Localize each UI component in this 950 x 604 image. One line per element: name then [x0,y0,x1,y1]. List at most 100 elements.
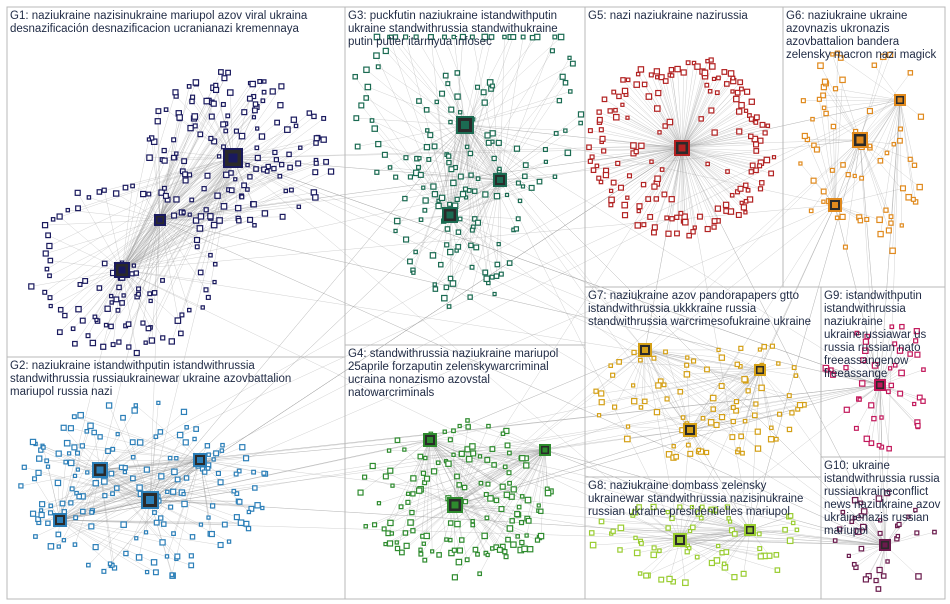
node-g1 [188,126,193,131]
edge-g9 [879,385,880,445]
node-g2 [244,521,249,526]
node-g7 [665,397,669,401]
node-g2 [103,494,107,498]
node-g2 [165,555,168,558]
hub-node-g3-image [447,212,454,219]
node-g3 [485,133,490,138]
node-g6 [822,200,825,203]
node-g3 [470,265,474,269]
node-g1 [226,70,231,75]
node-g2 [199,523,202,526]
node-g5 [599,128,603,132]
node-g8 [618,548,622,552]
node-g1 [214,87,219,92]
node-g4 [373,523,377,527]
node-g1 [236,206,241,211]
node-g9 [899,370,904,375]
node-g1 [262,211,267,216]
node-g5 [663,79,668,84]
node-g8 [783,527,788,532]
node-g5 [724,209,729,214]
node-g1 [290,188,294,192]
node-g4 [395,541,398,544]
node-g4 [388,520,393,525]
node-g9 [916,424,920,428]
node-g6 [824,111,828,115]
node-g9 [858,398,861,401]
node-g5 [709,108,714,113]
node-g2 [102,569,106,573]
node-g9 [914,339,918,343]
node-g3 [458,217,462,221]
node-g3 [464,187,468,191]
node-g1 [175,152,178,155]
node-g3 [557,99,561,103]
node-g5 [669,197,674,202]
edge-g3 [386,51,500,180]
node-g10 [847,554,850,557]
node-g2 [189,554,193,558]
node-g1 [285,127,290,132]
node-g2 [111,492,115,496]
node-g3 [417,165,421,169]
node-g8 [795,528,798,531]
node-g1 [228,90,233,95]
node-g1 [193,80,198,85]
node-g1 [221,204,226,209]
node-g2 [42,446,45,449]
node-g5 [758,164,762,168]
node-g9 [897,348,902,353]
node-g4 [467,456,472,461]
node-g1 [90,340,95,345]
node-g3 [439,263,443,267]
node-g2 [238,520,243,525]
node-g3 [476,177,479,180]
edge-g1 [60,217,122,270]
node-g5 [634,82,639,87]
node-g5 [749,134,753,138]
node-g8 [590,531,594,535]
node-g4 [478,572,482,576]
node-g3 [496,140,501,145]
node-g1 [87,196,90,199]
node-g7 [774,437,778,441]
edge-g7 [760,370,776,439]
node-g4 [431,550,434,553]
hub-node-g10-image [883,543,888,548]
node-g3 [429,35,434,40]
node-g2 [255,503,260,508]
node-g1 [321,137,326,142]
node-g4 [390,532,393,535]
node-g1 [219,70,224,75]
node-g8 [724,550,729,555]
node-g4 [452,429,456,433]
edge-g3 [389,37,450,215]
node-g2 [194,427,199,432]
node-g9 [908,352,912,356]
node-g4 [410,510,414,514]
node-g1 [212,222,217,227]
node-g7 [755,429,760,434]
node-g3 [554,132,558,136]
node-g9 [893,363,897,367]
node-g7 [613,405,617,409]
node-g4 [411,476,416,481]
node-g3 [518,199,521,202]
node-g5 [698,214,703,219]
edge-g3 [465,125,565,131]
node-g3 [431,184,436,189]
node-g10 [907,515,910,518]
node-g8 [741,571,746,576]
node-g4 [403,531,407,535]
node-g5 [591,168,595,172]
node-g1 [73,342,78,347]
node-g8 [725,505,729,509]
node-g3 [445,227,449,231]
node-g9 [869,403,874,408]
node-g2 [108,562,111,565]
node-g1 [256,127,259,130]
node-g2 [131,456,134,459]
node-g1 [209,114,214,119]
node-g1 [224,129,228,133]
